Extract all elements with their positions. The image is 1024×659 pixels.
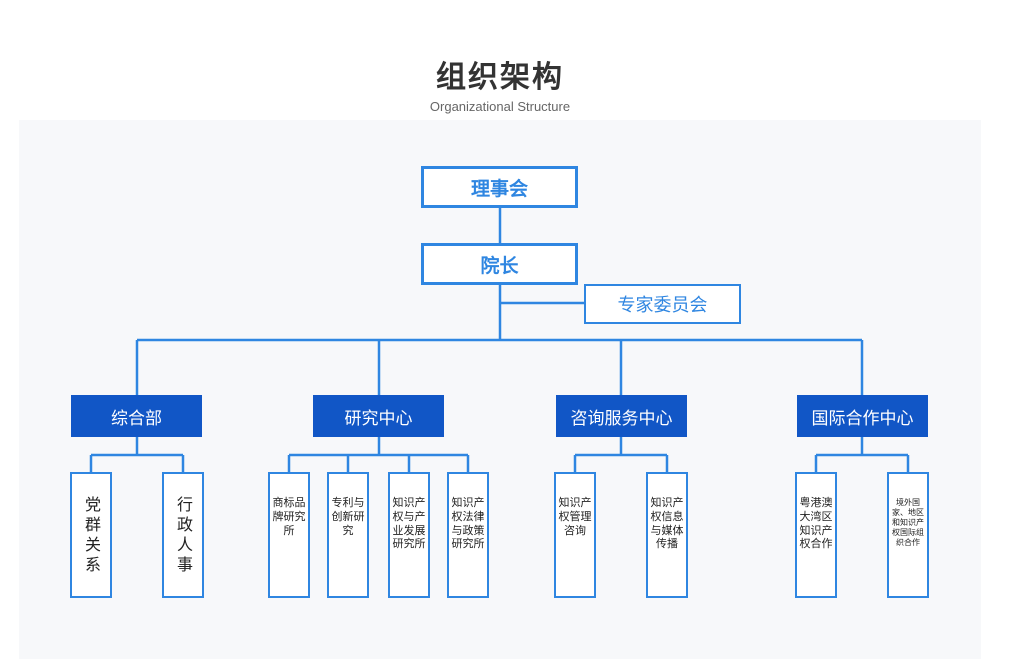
unit-label: 专利与创新研究	[331, 496, 365, 537]
unit-gba-cooperation: 粤港澳大湾区知识产权合作	[795, 472, 837, 598]
unit-overseas-cooperation: 境外国家、地区和知识产权国际组织合作	[887, 472, 929, 598]
unit-ip-law-policy: 知识产权法律与政策研究所	[447, 472, 489, 598]
unit-label: 商标品牌研究所	[272, 496, 306, 537]
board-box: 理事会	[421, 166, 578, 208]
unit-ip-management: 知识产权管理咨询	[554, 472, 596, 598]
page-title: 组织架构	[436, 60, 564, 95]
unit-label: 知识产权管理咨询	[558, 496, 592, 537]
unit-label: 知识产权与产业发展研究所	[392, 496, 426, 551]
dept-research: 研究中心	[313, 395, 444, 437]
unit-label: 境外国家、地区和知识产权国际组织合作	[892, 498, 924, 547]
unit-label: 行政人事	[174, 496, 193, 576]
unit-ip-info-media: 知识产权信息与媒体传播	[646, 472, 688, 598]
unit-trademark-brand: 商标品牌研究所	[268, 472, 310, 598]
dept-general: 综合部	[71, 395, 202, 437]
unit-label: 知识产权信息与媒体传播	[650, 496, 684, 551]
unit-label: 粤港澳大湾区知识产权合作	[799, 496, 833, 551]
president-box: 院长	[421, 243, 578, 285]
unit-admin-hr: 行政人事	[162, 472, 204, 598]
page-subtitle: Organizational Structure	[429, 99, 571, 114]
expert-committee-box: 专家委员会	[584, 284, 741, 324]
unit-ip-industry: 知识产权与产业发展研究所	[388, 472, 430, 598]
unit-label: 知识产权法律与政策研究所	[451, 496, 485, 551]
unit-patent-innovation: 专利与创新研究	[327, 472, 369, 598]
unit-label: 党群关系	[82, 496, 101, 576]
dept-consulting: 咨询服务中心	[556, 395, 687, 437]
dept-international: 国际合作中心	[797, 395, 928, 437]
unit-party-relations: 党群关系	[70, 472, 112, 598]
